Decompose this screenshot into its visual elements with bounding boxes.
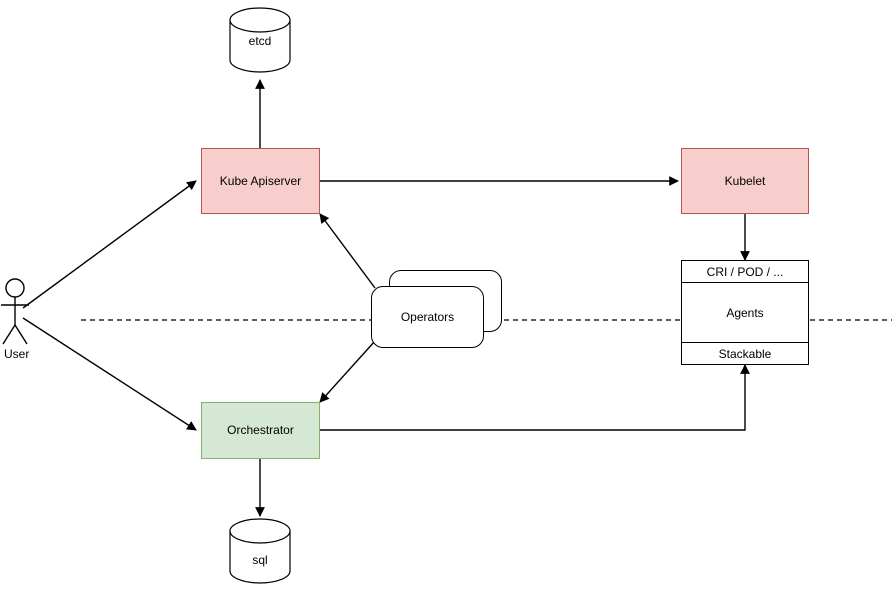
operators-front-layer: Operators	[371, 286, 484, 348]
node-kube-apiserver[interactable]: Kube Apiserver	[201, 148, 320, 214]
etcd-label: etcd	[248, 34, 272, 48]
user-actor-icon	[1, 278, 29, 345]
operators-label: Operators	[400, 310, 455, 324]
agents-cri-label: CRI / POD / ...	[706, 264, 784, 279]
agents-stackable-label: Stackable	[718, 346, 772, 361]
edge-operators-to-orchestrator	[319, 340, 376, 403]
edge-user-to-apiserver	[22, 180, 197, 309]
node-kubelet[interactable]: Kubelet	[681, 148, 809, 214]
node-agents[interactable]: CRI / POD / ... Agents Stackable	[681, 260, 809, 365]
edge-orchestrator-to-stackable	[320, 364, 750, 431]
agents-cri-segment: CRI / POD / ...	[682, 261, 808, 283]
edge-user-to-orchestrator	[22, 317, 197, 431]
agents-stackable-segment: Stackable	[682, 342, 808, 364]
user-label: User	[4, 347, 30, 361]
sql-label: sql	[252, 553, 268, 567]
node-orchestrator[interactable]: Orchestrator	[201, 402, 320, 459]
edge-operators-to-apiserver	[319, 213, 376, 289]
agents-label: Agents	[726, 305, 764, 320]
agents-middle-segment: Agents	[682, 283, 808, 342]
sql-cylinder-shape	[229, 518, 291, 584]
node-operators[interactable]: Operators	[371, 270, 502, 348]
etcd-cylinder-shape	[229, 7, 291, 73]
